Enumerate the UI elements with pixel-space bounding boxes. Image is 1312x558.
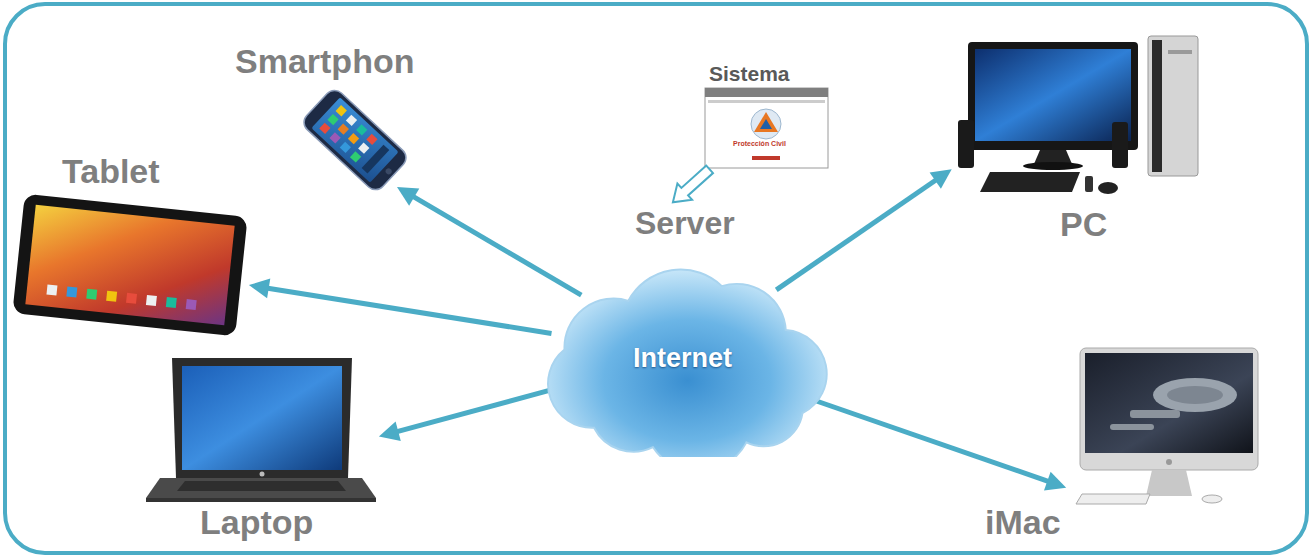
tablet-picture [12, 194, 247, 337]
laptop-picture [146, 358, 376, 502]
connector-line [411, 195, 582, 295]
imac-picture [1076, 348, 1258, 504]
smartphone-node: Smartphon [300, 95, 410, 185]
hollow-arrow [673, 166, 713, 203]
webpage-screenshot [705, 88, 828, 168]
connector-line [802, 396, 1051, 482]
connector [673, 166, 713, 203]
internet-cloud: Internet [535, 252, 830, 457]
device-label: Server [635, 205, 735, 242]
logo-caption: Protección Civil [733, 140, 786, 148]
cloud-label: Internet [633, 343, 732, 374]
device-label: PC [1060, 205, 1107, 244]
connector [397, 187, 581, 295]
connector [249, 278, 552, 333]
pc-node: PC [955, 35, 1200, 200]
arrow-head [397, 187, 419, 206]
connector-line [394, 388, 557, 432]
device-label: Tablet [62, 152, 160, 191]
connector [776, 169, 951, 290]
arrow-head [379, 422, 401, 441]
connector [802, 396, 1066, 491]
rounded-frame [5, 4, 1307, 553]
laptop-node: Laptop [145, 355, 375, 505]
connector [379, 388, 558, 441]
server-node: Server [635, 205, 735, 242]
arrow-head [1044, 472, 1066, 491]
device-label: Smartphon [235, 42, 414, 81]
imac-node: iMac [1070, 345, 1260, 505]
smartphone-picture [300, 86, 410, 193]
pc-picture [958, 36, 1198, 194]
device-label: iMac [985, 503, 1061, 542]
connector-line [265, 288, 552, 334]
connector-line [776, 178, 938, 290]
device-label: Sistema [709, 62, 790, 86]
arrow-head [930, 169, 952, 189]
system-node: Sistema [705, 88, 828, 168]
arrow-head [249, 278, 270, 298]
tablet-node: Tablet [15, 200, 245, 330]
device-label: Laptop [200, 503, 313, 542]
